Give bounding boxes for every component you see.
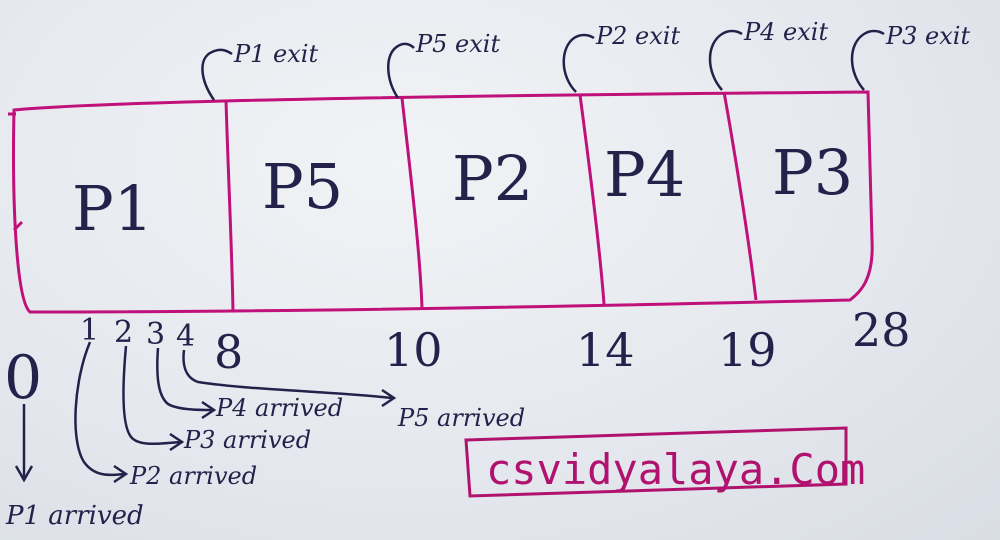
exit-label-p2: P2 exit <box>595 22 680 50</box>
exit-label-p5: P5 exit <box>415 30 500 58</box>
watermark-text: csvidyalaya.Com <box>486 445 865 494</box>
exit-label-p1: P1 exit <box>233 40 318 68</box>
exit-hook-p3 <box>850 29 885 91</box>
arrival-label-p2: P2 arrived <box>129 462 257 490</box>
exit-hook-p4 <box>708 29 743 91</box>
arrival-tick-2: 2 <box>114 315 133 350</box>
time-label-0: 0 <box>4 343 42 413</box>
time-label-10: 10 <box>384 323 443 377</box>
arrival-label-p3: P3 arrived <box>183 426 311 454</box>
time-label-14: 14 <box>576 323 635 377</box>
time-label-28: 28 <box>852 303 911 357</box>
time-label-8: 8 <box>214 325 243 379</box>
exit-label-p4: P4 exit <box>743 18 828 46</box>
block-label-p2: P2 <box>452 142 533 215</box>
arrival-tick-4: 4 <box>176 319 195 354</box>
divider-p2-p4 <box>578 94 606 305</box>
divider-p4-p3 <box>722 91 758 301</box>
block-label-p4: P4 <box>604 138 685 211</box>
watermark-box <box>464 426 848 498</box>
arrival-tick-3: 3 <box>146 317 165 352</box>
block-label-p3: P3 <box>772 136 853 209</box>
gantt-outline <box>12 90 874 314</box>
divider-p5-p2 <box>400 97 424 309</box>
divider-p1-p5 <box>224 99 235 313</box>
block-label-p5: P5 <box>262 150 343 223</box>
arrival-tick-1: 1 <box>80 313 99 348</box>
arrival-label-p5: P5 arrived <box>397 404 525 432</box>
block-label-p1: P1 <box>72 172 153 245</box>
exit-hook-p5 <box>387 42 415 99</box>
exit-hook-p2 <box>562 33 595 93</box>
exit-hook-p1 <box>201 48 233 101</box>
exit-label-p3: P3 exit <box>885 22 970 50</box>
arrival-arrows <box>14 341 397 484</box>
arrival-label-p1: P1 arrived <box>5 501 144 531</box>
arrival-label-p4: P4 arrived <box>215 394 343 422</box>
time-label-19: 19 <box>718 323 777 377</box>
